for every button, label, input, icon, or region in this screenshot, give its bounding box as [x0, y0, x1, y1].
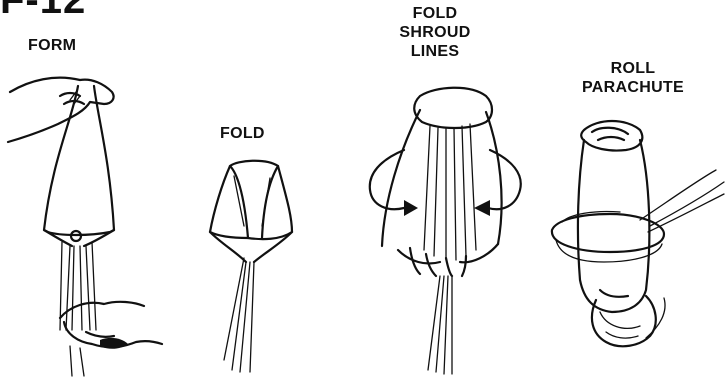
fold-shroud-lines-illustration	[370, 88, 521, 374]
fold-parachute-illustration	[210, 161, 292, 372]
roll-parachute-illustration	[552, 121, 724, 346]
form-parachute-illustration	[8, 78, 162, 376]
